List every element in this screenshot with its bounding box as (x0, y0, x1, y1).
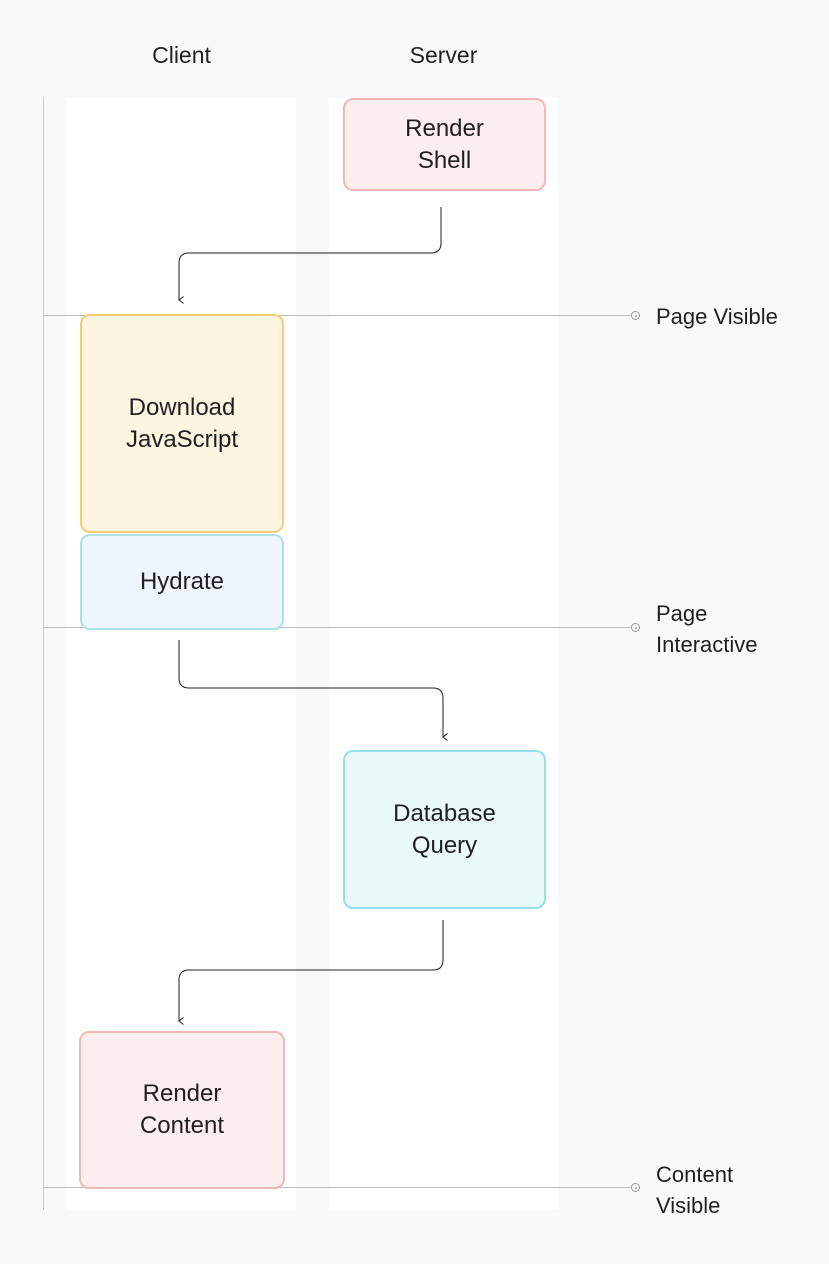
page-interactive-marker-icon (631, 623, 640, 632)
server-lane (329, 97, 558, 1210)
render-content-box: Render Content (79, 1031, 285, 1189)
page-visible-label: Page Visible (656, 304, 778, 329)
hydrate-box: Hydrate (80, 534, 284, 630)
server-column-header: Server (409, 42, 478, 68)
content-visible-marker-icon (631, 1183, 640, 1192)
page-visible-marker-icon (631, 311, 640, 320)
time-axis (43, 97, 44, 1210)
client-column-header: Client (152, 42, 211, 68)
download-javascript-box: Download JavaScript (80, 314, 284, 533)
content-visible-label: Content Visible (656, 1162, 734, 1218)
render-shell-box: Render Shell (343, 98, 546, 191)
arrow-shell-to-download (178, 207, 442, 304)
page-visible-line (43, 315, 631, 316)
page-interactive-line (43, 627, 631, 628)
arrow-query-to-render-content (178, 920, 444, 1025)
content-visible-line (43, 1187, 631, 1188)
page-interactive-label: Page Interactive (656, 601, 758, 657)
arrow-hydrate-to-query (178, 640, 448, 741)
database-query-box: Database Query (343, 750, 546, 909)
